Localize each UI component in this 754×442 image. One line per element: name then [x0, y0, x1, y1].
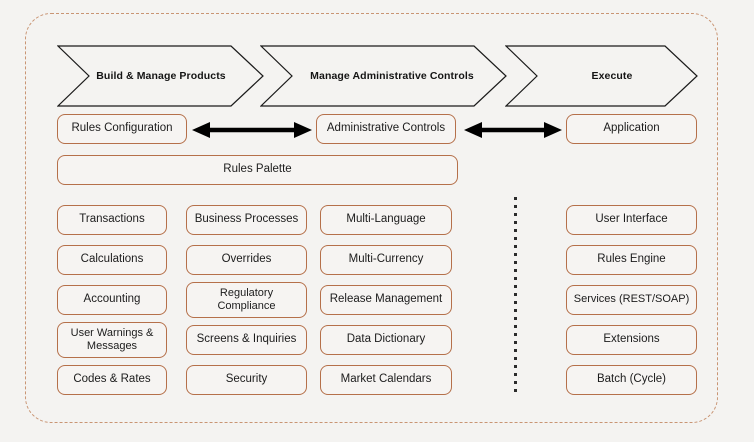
outer-dashed-frame: [25, 13, 718, 423]
box-administrative-controls[interactable]: Administrative Controls: [316, 114, 456, 144]
app-stack-item-label: User Interface: [595, 213, 668, 226]
box-rules-palette-label: Rules Palette: [223, 163, 292, 176]
palette-item-regulatory-compliance[interactable]: Regulatory Compliance: [186, 282, 307, 318]
palette-item-accounting[interactable]: Accounting: [57, 285, 167, 315]
palette-item-label: Security: [225, 373, 268, 386]
bidirectional-arrow-right: [464, 122, 562, 138]
box-administrative-controls-label: Administrative Controls: [326, 122, 446, 135]
palette-item-transactions[interactable]: Transactions: [57, 205, 167, 235]
palette-item-data-dictionary[interactable]: Data Dictionary: [320, 325, 452, 355]
app-stack-item-label: Rules Engine: [597, 253, 666, 266]
app-stack-item-services-rest-soap[interactable]: Services (REST/SOAP): [566, 285, 697, 315]
box-rules-configuration-label: Rules Configuration: [71, 122, 173, 135]
palette-item-multi-currency[interactable]: Multi-Currency: [320, 245, 452, 275]
palette-item-label: Data Dictionary: [346, 333, 426, 346]
palette-item-label: Codes & Rates: [73, 373, 151, 386]
palette-item-multi-language[interactable]: Multi-Language: [320, 205, 452, 235]
palette-item-label: Screens & Inquiries: [196, 333, 297, 346]
chevron-shape-1: [57, 45, 264, 107]
palette-item-label: Overrides: [221, 253, 272, 266]
palette-item-codes-rates[interactable]: Codes & Rates: [57, 365, 167, 395]
palette-item-user-warnings-messages[interactable]: User Warnings & Messages: [57, 322, 167, 358]
palette-item-security[interactable]: Security: [186, 365, 307, 395]
app-stack-item-label: Batch (Cycle): [596, 373, 667, 386]
bidirectional-arrow-left: [192, 122, 312, 138]
palette-item-label: User Warnings & Messages: [70, 326, 154, 353]
palette-item-label: Calculations: [80, 253, 144, 266]
palette-item-label: Release Management: [329, 293, 443, 306]
chevron-shape-2: [260, 45, 507, 107]
palette-item-screens-inquiries[interactable]: Screens & Inquiries: [186, 325, 307, 355]
palette-item-business-processes[interactable]: Business Processes: [186, 205, 307, 235]
app-stack-item-extensions[interactable]: Extensions: [566, 325, 697, 355]
palette-item-label: Multi-Currency: [348, 253, 424, 266]
box-rules-palette[interactable]: Rules Palette: [57, 155, 458, 185]
palette-item-calculations[interactable]: Calculations: [57, 245, 167, 275]
palette-item-release-management[interactable]: Release Management: [320, 285, 452, 315]
chevron-shape-3: [505, 45, 698, 107]
app-stack-item-batch-cycle[interactable]: Batch (Cycle): [566, 365, 697, 395]
palette-item-market-calendars[interactable]: Market Calendars: [320, 365, 452, 395]
palette-item-label: Multi-Language: [346, 213, 426, 226]
palette-item-label: Accounting: [83, 293, 141, 306]
dotted-divider: [514, 197, 517, 397]
app-stack-item-user-interface[interactable]: User Interface: [566, 205, 697, 235]
box-application[interactable]: Application: [566, 114, 697, 144]
palette-item-label: Market Calendars: [340, 373, 432, 386]
app-stack-item-rules-engine[interactable]: Rules Engine: [566, 245, 697, 275]
box-application-label: Application: [603, 122, 660, 135]
palette-item-label: Transactions: [79, 213, 145, 226]
palette-item-label: Business Processes: [194, 213, 299, 226]
app-stack-item-label: Extensions: [603, 333, 660, 346]
palette-item-overrides[interactable]: Overrides: [186, 245, 307, 275]
app-stack-item-label: Services (REST/SOAP): [573, 293, 690, 306]
box-rules-configuration[interactable]: Rules Configuration: [57, 114, 187, 144]
palette-item-label: Regulatory Compliance: [217, 286, 276, 313]
